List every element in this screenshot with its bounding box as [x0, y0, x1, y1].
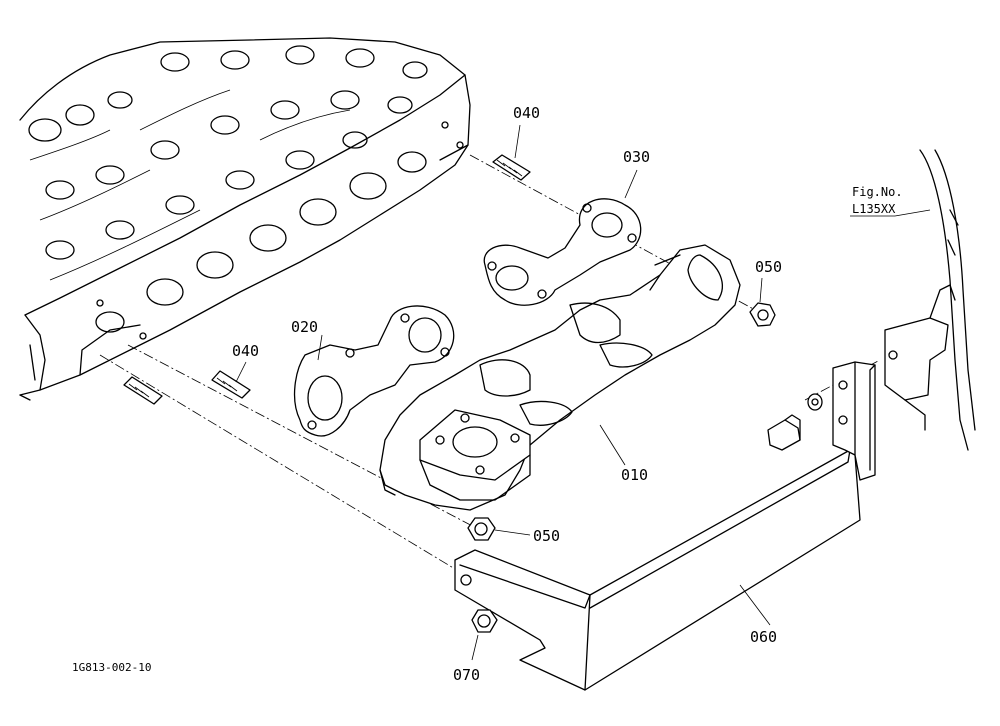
label-010: 010: [621, 466, 648, 484]
label-050-upper: 050: [755, 258, 782, 276]
heat-shield-cover: [454, 361, 876, 691]
bolt-and-washer: [767, 393, 823, 451]
label-020: 020: [291, 318, 318, 336]
label-060: 060: [750, 628, 777, 646]
nut-lower: [467, 517, 496, 541]
leader-040-upper: [514, 124, 521, 159]
nut-bottom: [471, 609, 498, 633]
fig-ref-leader: [894, 209, 931, 217]
exhaust-manifold: [379, 244, 741, 511]
cylinder-head: [19, 37, 471, 401]
leader-020: [317, 334, 323, 361]
leader-030: [624, 169, 638, 199]
leader-060: [739, 584, 771, 626]
gasket-lower: [293, 305, 455, 437]
gasket-upper: [483, 198, 642, 306]
fig-ref-line1: Fig.No.: [852, 185, 903, 199]
stud-bolt-lower: [123, 370, 251, 405]
diagram-code: 1G813-002-10: [72, 661, 151, 674]
label-070: 070: [453, 666, 480, 684]
leader-050-lower: [494, 529, 531, 536]
label-040-upper: 040: [513, 104, 540, 122]
label-030: 030: [623, 148, 650, 166]
label-040-lower: 040: [232, 342, 259, 360]
leader-010: [599, 424, 626, 466]
engine-frame: [884, 149, 976, 451]
leader-040-lower: [235, 361, 247, 383]
stud-bolt-upper: [492, 154, 531, 181]
leader-070: [471, 634, 479, 661]
leader-050-upper: [759, 277, 763, 303]
nut-upper: [749, 302, 776, 327]
fig-ref-line2: L135XX: [852, 202, 896, 216]
label-050-lower: 050: [533, 527, 560, 545]
